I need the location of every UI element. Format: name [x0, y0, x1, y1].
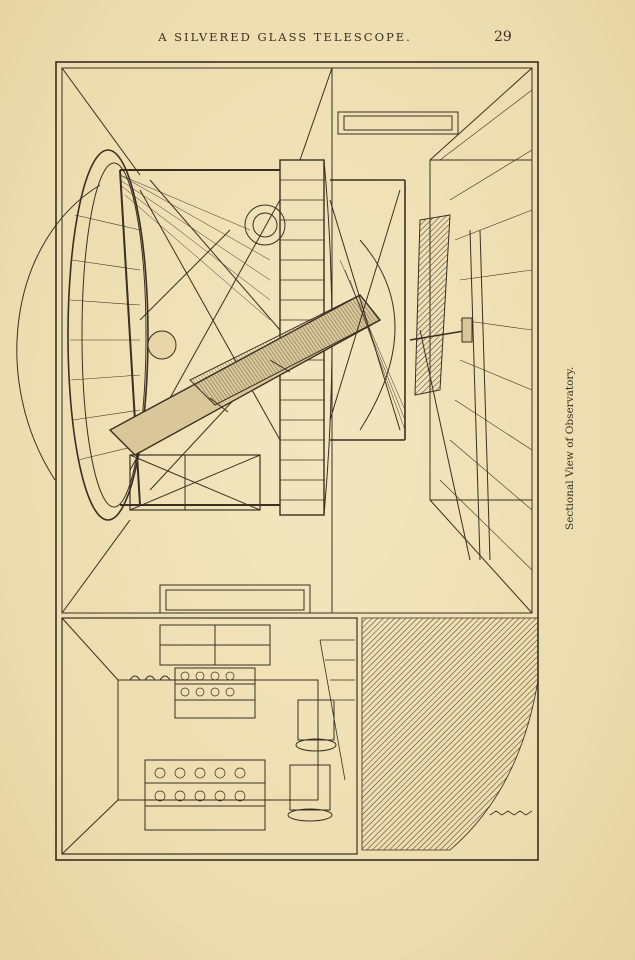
figure-caption: Sectional View of Observatory. [564, 366, 576, 530]
ground-hatching [361, 617, 539, 851]
telescope-tube [108, 294, 382, 456]
running-title: A SILVERED GLASS TELESCOPE. [158, 30, 412, 44]
dome-arc [16, 184, 101, 481]
mirror-wheel [244, 204, 286, 246]
shelf-unit [174, 667, 256, 719]
chairs [287, 699, 337, 822]
plate-border [55, 61, 539, 861]
page-number: 29 [494, 29, 512, 45]
lower-door [159, 584, 311, 614]
dome-ring [67, 149, 149, 521]
upper-door [337, 111, 459, 135]
